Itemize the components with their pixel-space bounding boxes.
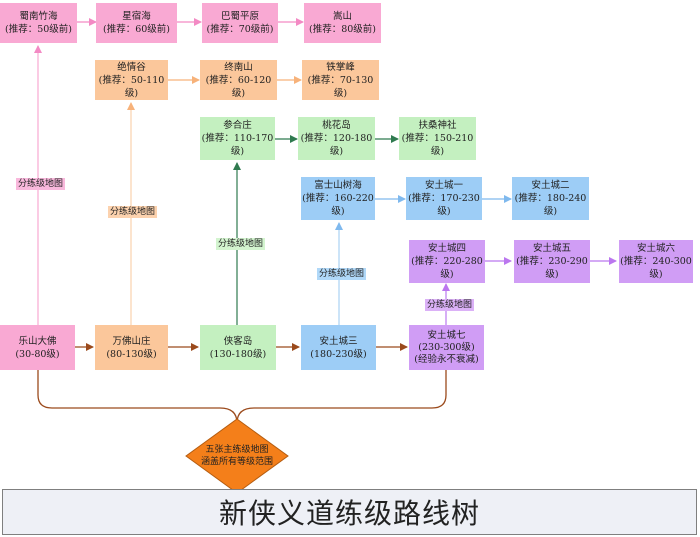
summary-note: 五张主练级地图 涵盖所有等级范围 [186,438,288,474]
map-node-note: (经验永不衰减) [414,353,479,365]
map-node-bashu-plain[interactable]: 巴蜀平原 (推荐：70级前) [202,3,278,43]
map-node-range: (推荐：80级前) [308,24,376,35]
main-map-xiake-island[interactable]: 侠客岛 (130-180级) [200,325,276,370]
map-node-shunan-bamboo-sea[interactable]: 蜀南竹海 (推荐：50级前) [0,3,77,43]
map-node-name: 安土城六 [636,243,675,254]
map-node-range: (推荐：50-110级) [98,74,165,99]
branch-label-pink: 分练级地图 [16,178,66,190]
map-node-name: 安土城五 [532,243,571,254]
map-node-name: 安土城四 [427,243,466,254]
map-node-range: (推荐：230-290级) [516,256,588,280]
branch-label-blue: 分练级地图 [317,268,367,280]
map-node-fusang-shrine[interactable]: 扶桑神社 (推荐：150-210级) [399,117,476,160]
map-node-range: (推荐：160-220级) [302,193,374,217]
map-node-azuchi-castle-4[interactable]: 安土城四 (推荐：220-280级) [409,240,485,283]
map-node-name: 安土城七 [427,329,466,341]
main-map-leshan-buddha[interactable]: 乐山大佛 (30-80级) [0,325,75,370]
map-node-name: 安土城一 [424,180,463,191]
map-node-range: (130-180级) [209,348,267,360]
main-map-wanfo-manor[interactable]: 万佛山庄 (80-130级) [95,325,168,370]
map-node-azuchi-castle-6[interactable]: 安土城六 (推荐：240-300级) [619,240,693,283]
map-node-range: (180-230级) [310,348,367,360]
map-node-name: 乐山大佛 [18,335,57,347]
map-node-range: (230-300级) [418,341,475,353]
map-node-name: 侠客岛 [223,335,253,347]
map-node-xingxiu-sea[interactable]: 星宿海 (推荐：60级前) [96,3,177,43]
map-node-name: 富士山树海 [314,180,362,191]
map-node-name: 桃花岛 [322,120,351,131]
map-node-name: 安土城二 [531,180,570,191]
map-node-azuchi-castle-2[interactable]: 安土城二 (推荐：180-240级) [512,177,589,220]
map-node-name: 嵩山 [332,11,352,22]
map-node-range: (推荐：50级前) [4,24,72,35]
map-node-tiezhang-peak[interactable]: 铁掌峰 (推荐：70-130级) [302,60,379,100]
map-node-name: 安土城三 [319,335,358,347]
branch-label-green: 分练级地图 [216,238,266,250]
map-node-name: 参合庄 [223,120,252,131]
main-map-azuchi-castle-3[interactable]: 安土城三 (180-230级) [301,325,376,370]
map-node-fuji-forest[interactable]: 富士山树海 (推荐：160-220级) [301,177,375,220]
map-node-range: (推荐：110-170级) [201,133,274,157]
map-node-azuchi-castle-5[interactable]: 安土城五 (推荐：230-290级) [514,240,590,283]
map-node-range: (推荐：220-280级) [411,256,483,280]
map-node-range: (推荐：70级前) [206,24,274,35]
map-node-range: (推荐：120-180级) [300,133,373,157]
branch-label-purple: 分练级地图 [425,299,475,311]
map-node-range: (推荐：170-230级) [408,193,480,217]
map-node-name: 铁掌峰 [326,61,355,73]
coverage-bracket [37,370,447,424]
branch-label-orange: 分练级地图 [108,206,158,218]
map-node-range: (30-80级) [15,348,60,360]
map-node-azuchi-castle-1[interactable]: 安土城一 (推荐：170-230级) [406,177,482,220]
map-node-range: (推荐：60-120级) [205,74,272,99]
summary-note-line1: 五张主练级地图 [205,445,269,455]
map-node-name: 巴蜀平原 [220,11,259,22]
map-node-name: 星宿海 [122,11,151,22]
map-node-range: (推荐：180-240级) [514,193,587,217]
map-node-range: (推荐：60级前) [102,24,170,35]
map-node-songshan[interactable]: 嵩山 (推荐：80级前) [304,3,381,43]
map-node-peach-blossom-island[interactable]: 桃花岛 (推荐：120-180级) [298,117,375,160]
map-node-jueqing-valley[interactable]: 绝情谷 (推荐：50-110级) [95,60,168,100]
map-node-range: (推荐：240-300级) [620,256,692,280]
map-node-name: 万佛山庄 [112,335,151,347]
map-node-name: 绝情谷 [117,61,146,73]
map-node-range: (推荐：150-210级) [401,133,474,157]
map-node-zhongnan-mountain[interactable]: 终南山 (推荐：60-120级) [200,60,277,100]
map-node-canhe-manor[interactable]: 参合庄 (推荐：110-170级) [200,117,275,160]
map-node-range: (80-130级) [106,348,157,360]
summary-note-line2: 涵盖所有等级范围 [200,457,273,467]
map-node-name: 终南山 [224,61,253,73]
map-node-name: 扶桑神社 [418,120,457,131]
map-node-name: 蜀南竹海 [19,11,58,22]
main-map-azuchi-castle-7[interactable]: 安土城七 (230-300级) (经验永不衰减) [409,325,484,370]
map-node-range: (推荐：70-130级) [307,74,374,99]
page-title: 新侠义道练级路线树 [2,489,697,535]
